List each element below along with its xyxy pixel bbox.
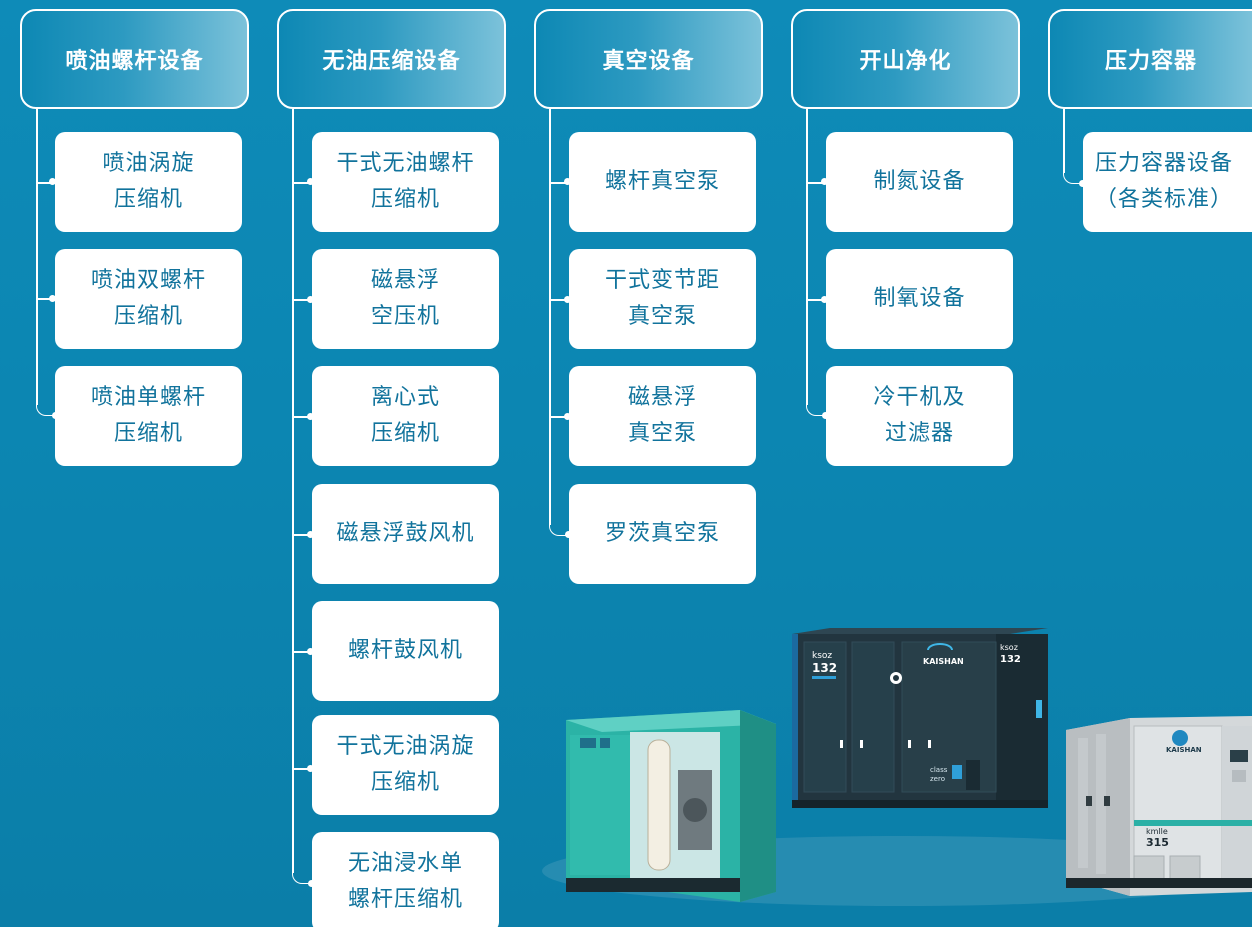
compressor-illustrations: ksoz 132 KAISHAN class zero ksoz 132 [566,628,1252,902]
svg-text:class: class [930,766,948,774]
card-spray-oil-scroll[interactable]: 喷油涡旋 压缩机 [55,132,242,232]
card-centrifugal-compressor[interactable]: 离心式 压缩机 [312,366,499,466]
card-roots-vacuum-pump[interactable]: 罗茨真空泵 [569,484,756,584]
teal-compressor-image [566,710,776,902]
svg-text:132: 132 [1000,654,1021,665]
svg-text:KAISHAN: KAISHAN [923,657,964,666]
svg-text:ksoz: ksoz [1000,643,1018,652]
kmlle-compressor-image: KAISHAN kmlle 315 [1066,716,1252,896]
card-maglev-blower[interactable]: 磁悬浮鼓风机 [312,484,499,584]
header-purification[interactable]: 开山净化 [791,9,1020,109]
header-oil-free[interactable]: 无油压缩设备 [277,9,506,109]
svg-text:315: 315 [1146,836,1169,849]
svg-text:zero: zero [930,775,945,783]
card-dryer-and-filter[interactable]: 冷干机及 过滤器 [826,366,1013,466]
card-dry-oil-free-scroll[interactable]: 干式无油涡旋 压缩机 [312,715,499,815]
card-pressure-vessel-equipment[interactable]: 压力容器设备 （各类标准） [1083,132,1252,232]
card-spray-oil-single-screw[interactable]: 喷油单螺杆 压缩机 [55,366,242,466]
product-showcase: ksoz 132 KAISHAN class zero ksoz 132 [530,620,1252,927]
card-screw-vacuum-pump[interactable]: 螺杆真空泵 [569,132,756,232]
ksoz-compressor-image: ksoz 132 KAISHAN class zero ksoz 132 [792,628,1048,808]
header-pressure-vessel[interactable]: 压力容器 [1048,9,1252,109]
card-maglev-air-compressor[interactable]: 磁悬浮 空压机 [312,249,499,349]
card-water-injected-single-screw[interactable]: 无油浸水单 螺杆压缩机 [312,832,499,927]
header-spray-oil-screw[interactable]: 喷油螺杆设备 [20,9,249,109]
card-nitrogen-equipment[interactable]: 制氮设备 [826,132,1013,232]
card-screw-blower[interactable]: 螺杆鼓风机 [312,601,499,701]
card-maglev-vacuum-pump[interactable]: 磁悬浮 真空泵 [569,366,756,466]
card-oxygen-equipment[interactable]: 制氧设备 [826,249,1013,349]
svg-text:ksoz: ksoz [812,651,832,661]
svg-text:KAISHAN: KAISHAN [1166,746,1202,754]
header-vacuum[interactable]: 真空设备 [534,9,763,109]
card-dry-oil-free-screw[interactable]: 干式无油螺杆 压缩机 [312,132,499,232]
card-dry-variable-pitch-vacuum-pump[interactable]: 干式变节距 真空泵 [569,249,756,349]
card-spray-oil-twin-screw[interactable]: 喷油双螺杆 压缩机 [55,249,242,349]
svg-text:kmlle: kmlle [1146,827,1168,836]
svg-text:132: 132 [812,661,837,675]
